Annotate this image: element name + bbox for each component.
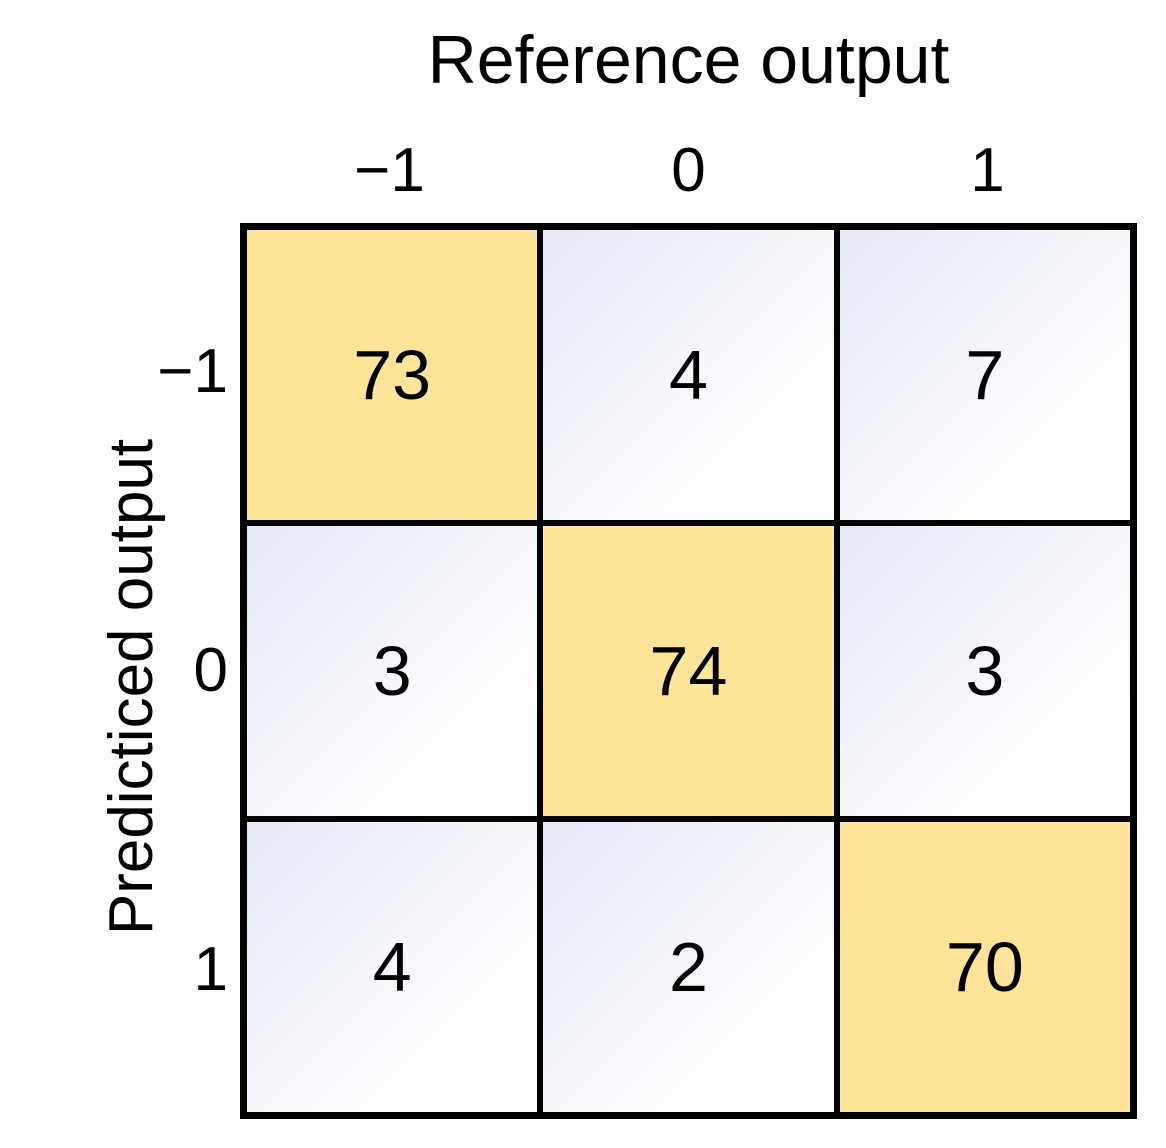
matrix-cell-r-1-c-0: 2 [543, 822, 834, 1112]
matrix-cell-r-0-c-neg1: 3 [247, 526, 538, 816]
confusion-matrix-grid: 73 4 7 3 74 3 4 2 70 [240, 223, 1137, 1119]
matrix-cell-r-neg1-c-1: 7 [839, 230, 1130, 520]
matrix-cell-r-0-c-1: 3 [839, 526, 1130, 816]
matrix-cell-value: 74 [649, 632, 728, 710]
chart-title: Reference output [427, 22, 950, 98]
matrix-cell-r-1-c-1: 70 [839, 822, 1130, 1112]
column-tick-label-neg1: −1 [354, 136, 425, 205]
row-tick-labels: −1 0 1 [90, 223, 230, 1119]
matrix-cell-value: 70 [945, 928, 1024, 1006]
matrix-cell-value: 73 [353, 336, 432, 414]
matrix-cell-r-neg1-c-0: 4 [543, 230, 834, 520]
matrix-cell-value: 2 [669, 928, 708, 1006]
column-tick-label-1: 1 [970, 136, 1005, 205]
matrix-cell-value: 7 [965, 336, 1005, 414]
matrix-cell-value: 4 [372, 928, 412, 1006]
row-tick-label-neg1: −1 [157, 337, 228, 407]
matrix-cell-r-neg1-c-neg1: 73 [247, 230, 538, 520]
matrix-cell-value: 3 [965, 632, 1005, 710]
matrix-cell-r-1-c-neg1: 4 [247, 822, 538, 1112]
matrix-cell-value: 4 [669, 336, 708, 414]
matrix-cell-value: 3 [372, 632, 412, 710]
row-tick-label-0: 0 [193, 636, 228, 705]
column-tick-labels: −1 0 1 [240, 131, 1137, 211]
column-tick-label-0: 0 [671, 136, 706, 205]
row-tick-label-1: 1 [193, 934, 228, 1004]
matrix-cell-r-0-c-0: 74 [543, 526, 834, 816]
